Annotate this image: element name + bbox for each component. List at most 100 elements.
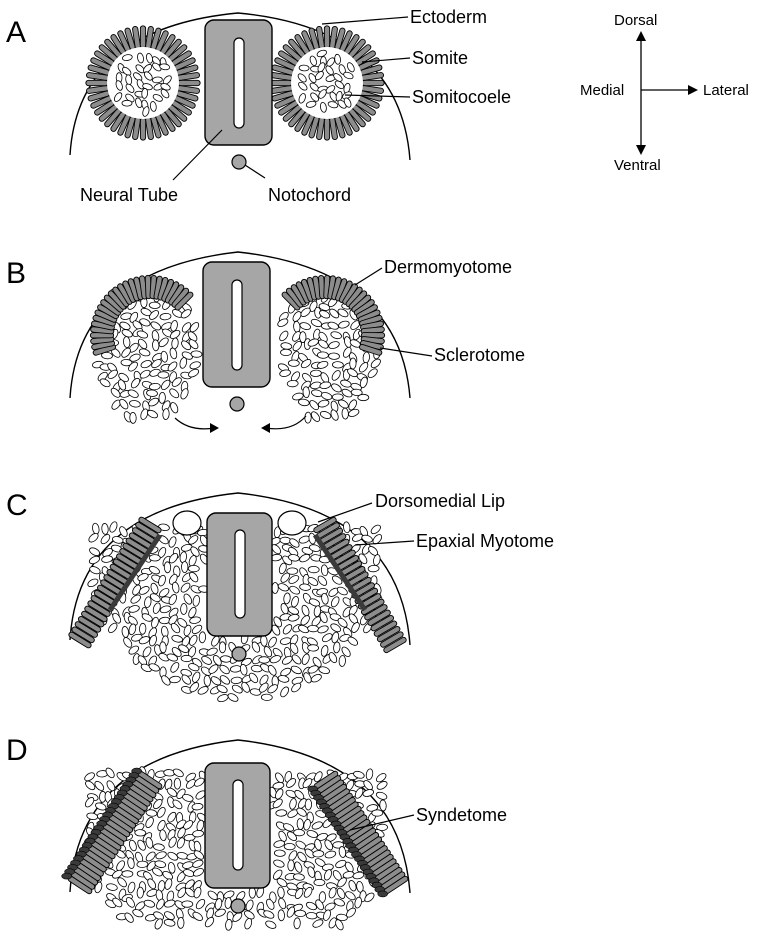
label-ventral: Ventral bbox=[614, 157, 661, 174]
sclerotome-cell bbox=[107, 622, 119, 635]
sclerotome-cell bbox=[330, 369, 342, 382]
sclerotome-cell bbox=[282, 623, 294, 636]
sclerotome-cell bbox=[276, 317, 289, 328]
sclerotome-cell bbox=[225, 919, 233, 931]
sclerotome-cell bbox=[129, 593, 142, 605]
somitocoele-cell bbox=[299, 65, 309, 71]
sclerotome-cell bbox=[273, 840, 285, 849]
sclerotome-cell bbox=[358, 361, 370, 374]
dermomyotome-cell-right bbox=[364, 330, 382, 332]
sclerotome-cell bbox=[172, 767, 185, 778]
sclerotome-cell bbox=[128, 623, 137, 635]
sclerotome-cell bbox=[159, 392, 166, 403]
sclerotome-cell bbox=[192, 830, 204, 838]
sclerotome-cell bbox=[375, 791, 388, 801]
sclerotome-cell bbox=[195, 898, 207, 911]
sclerotome-cell bbox=[189, 360, 202, 370]
sclerotome-cell bbox=[332, 394, 343, 400]
notochord-a bbox=[232, 155, 246, 169]
sclerotome-cell bbox=[118, 398, 130, 411]
neural-tube-leader bbox=[173, 130, 222, 180]
panel-a: A Ectoderm Somite Somitocoele Neural Tub… bbox=[6, 7, 749, 205]
sclerotome-cell bbox=[217, 693, 230, 703]
sclerotome-cell bbox=[150, 582, 160, 595]
sclerotome-cell bbox=[284, 843, 295, 850]
sclerotome-cell bbox=[318, 666, 330, 675]
sclerotome-cell bbox=[168, 593, 179, 606]
panel-letter-a: A bbox=[6, 16, 26, 49]
sclerotome-cell bbox=[101, 523, 109, 535]
sclerotome-cell bbox=[344, 890, 357, 902]
sclerotome-cell bbox=[168, 387, 180, 399]
sclerotome-cell bbox=[319, 410, 332, 420]
sclerotome-cell bbox=[317, 352, 328, 359]
sclerotome-cell bbox=[332, 361, 343, 368]
somite-epithelium-left bbox=[135, 120, 138, 137]
sclerotome-cell bbox=[164, 918, 176, 927]
sclerotome-cell bbox=[288, 585, 301, 596]
sclerotome-cell bbox=[127, 881, 136, 893]
dermomyotome-cell-right bbox=[315, 279, 318, 297]
sclerotome-cell bbox=[219, 642, 225, 653]
orientation-compass: Dorsal Ventral Medial Lateral bbox=[580, 12, 749, 174]
sclerotome-cell bbox=[317, 399, 329, 408]
sclerotome-cell bbox=[342, 408, 349, 419]
sclerotome-cell bbox=[278, 330, 290, 343]
dermomyotome-cell-left bbox=[93, 339, 111, 341]
sclerotome-cell bbox=[299, 321, 311, 330]
sclerotome-cell bbox=[350, 358, 357, 369]
sclerotome-cell bbox=[171, 582, 180, 594]
panel-letter-b: B bbox=[6, 257, 26, 290]
sclerotome-cell bbox=[122, 871, 133, 877]
sclerotome-cell bbox=[145, 837, 154, 849]
syndetome-cell-left bbox=[62, 873, 72, 879]
notochord-d bbox=[231, 899, 245, 913]
label-sclerotome: Sclerotome bbox=[434, 345, 525, 365]
dermomyotome-cell-left bbox=[142, 279, 145, 297]
sclerotome-cell bbox=[196, 819, 205, 831]
sclerotome-cell bbox=[154, 860, 166, 869]
ectoderm-leader bbox=[322, 17, 408, 24]
somite-epithelium-left bbox=[148, 29, 151, 46]
sclerotome-cell bbox=[322, 909, 332, 922]
sclerotome-cell bbox=[140, 359, 153, 369]
arrow-right-icon bbox=[688, 85, 698, 95]
sclerotome-cell bbox=[331, 631, 340, 643]
sclerotome-cell bbox=[310, 370, 321, 377]
arrow-left-icon bbox=[261, 423, 270, 433]
panel-letter-d: D bbox=[6, 734, 28, 767]
sclerotome-cell bbox=[145, 850, 157, 862]
sclerotome-cell bbox=[328, 340, 340, 349]
sclerotome-cell bbox=[295, 910, 306, 917]
sclerotome-cell bbox=[146, 809, 158, 817]
sclerotome-cell bbox=[305, 412, 312, 423]
sclerotome-cell bbox=[171, 634, 183, 643]
sclerotome-cell bbox=[149, 302, 160, 309]
sclerotome-cell bbox=[128, 839, 138, 851]
sclerotome-cell bbox=[277, 887, 285, 899]
sclerotome-cell bbox=[338, 320, 350, 329]
sclerotome-cell bbox=[293, 873, 305, 881]
sclerotome-cell bbox=[343, 521, 351, 533]
somite-epithelium-left bbox=[89, 88, 106, 91]
panel-c: C Dorsomedial Lip Epaxial Myotome bbox=[6, 489, 554, 703]
sclerotome-cell bbox=[313, 850, 324, 857]
somite-epithelium-right bbox=[319, 120, 322, 137]
dermomyotome-cell-right bbox=[321, 278, 322, 296]
sclerotome-cell bbox=[264, 919, 277, 929]
label-somitocoele: Somitocoele bbox=[412, 87, 511, 107]
somite-epithelium-left bbox=[148, 120, 151, 137]
dermomyotome-leader bbox=[355, 268, 382, 285]
sclerotome-cell bbox=[303, 386, 310, 397]
sclerotome-cell bbox=[277, 897, 287, 910]
sclerotome-cell bbox=[188, 634, 199, 647]
sclerotome-cell bbox=[368, 565, 379, 572]
somite-epithelium-right bbox=[319, 29, 322, 46]
sclerotome-cell bbox=[155, 850, 168, 860]
somite-epithelium-left bbox=[180, 75, 197, 78]
sclerotome-cell bbox=[276, 809, 287, 816]
label-dorsomedial-lip: Dorsomedial Lip bbox=[375, 491, 505, 511]
label-dorsal: Dorsal bbox=[614, 12, 657, 29]
notochord-b bbox=[230, 397, 244, 411]
